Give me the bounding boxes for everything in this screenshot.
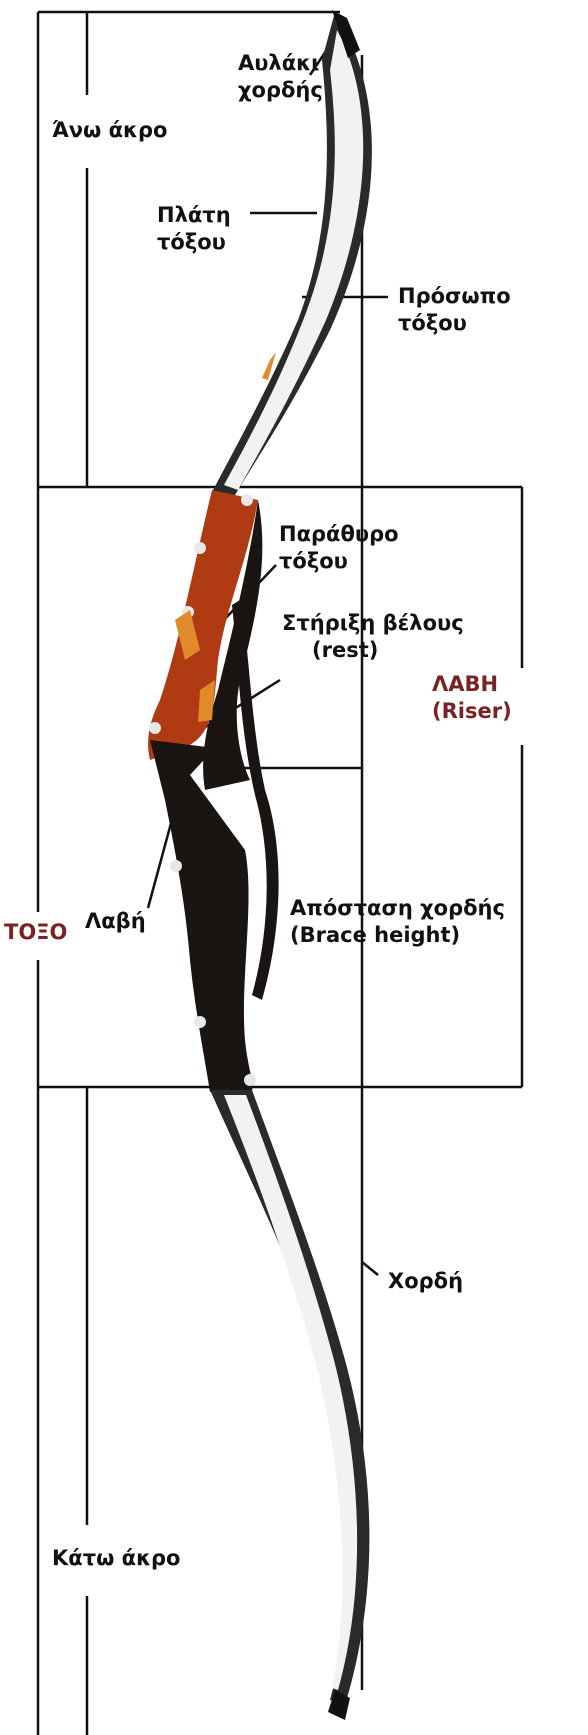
label-arrow-rest: Στήριξη βέλους (rest)	[282, 610, 464, 664]
label-bow-back: Πλάτη τόξου	[157, 202, 231, 256]
label-grip: Λαβή	[85, 908, 146, 935]
label-lower-limb: Κάτω άκρο	[52, 1545, 180, 1572]
label-string-groove: Αυλάκι χορδής	[238, 50, 323, 104]
label-bow-face: Πρόσωπο τόξου	[398, 283, 511, 337]
label-brace-height: Απόσταση χορδής (Brace height)	[290, 895, 505, 949]
label-bow: ΤΟΞΟ	[4, 919, 67, 946]
leader-string	[362, 1262, 378, 1275]
lower-limb-shape	[210, 1090, 369, 1720]
label-riser: ΛΑΒΗ (Riser)	[432, 671, 512, 725]
riser-shape	[148, 490, 279, 1092]
label-sight-window: Παράθυρο τόξου	[279, 521, 399, 575]
dimension-lines	[38, 12, 522, 1735]
label-string: Χορδή	[388, 1268, 463, 1295]
label-upper-limb: Άνω άκρο	[52, 117, 167, 144]
